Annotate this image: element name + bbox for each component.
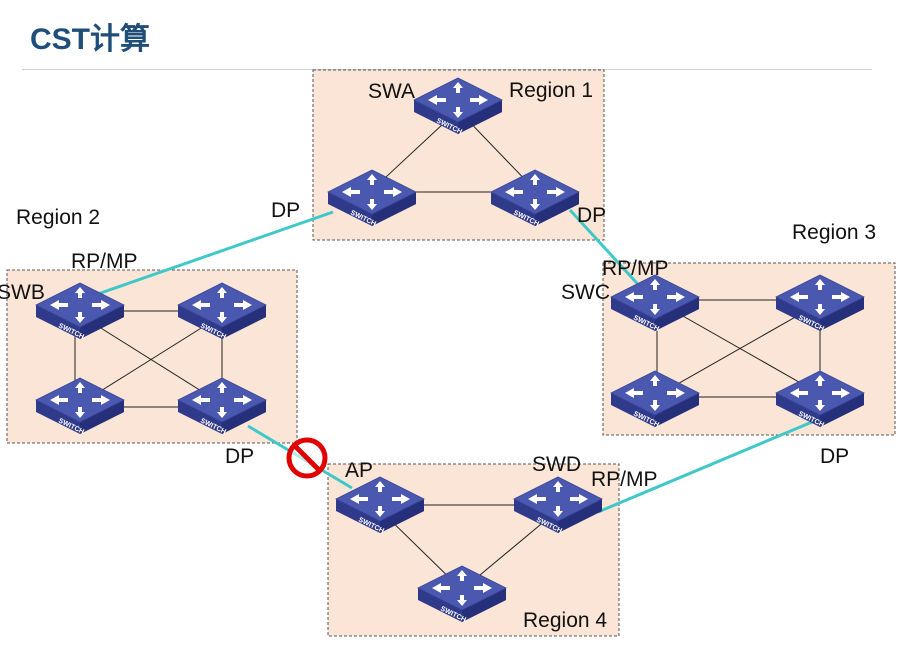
link-r3-r4 bbox=[597, 420, 813, 514]
page-title: CST计算 bbox=[30, 23, 150, 56]
swb-rp-label: RP/MP bbox=[71, 250, 138, 273]
inter-region-links bbox=[94, 208, 813, 514]
swd-rp-label: RP/MP bbox=[591, 468, 658, 491]
swc-rp-label: RP/MP bbox=[602, 257, 669, 280]
region-3-label: Region 3 bbox=[792, 221, 876, 244]
region-4-label: Region 4 bbox=[523, 609, 607, 632]
r1-dp-left-label: DP bbox=[271, 199, 300, 222]
blocked-port-icon bbox=[286, 437, 328, 479]
region-2-label: Region 2 bbox=[16, 206, 100, 229]
link-r1-r2 bbox=[94, 210, 334, 297]
link-r1-r3 bbox=[568, 208, 647, 294]
swd-label: SWD bbox=[532, 453, 581, 476]
swc-label: SWC bbox=[561, 281, 610, 304]
r1-dp-right-label: DP bbox=[577, 204, 606, 227]
title-divider bbox=[22, 69, 872, 70]
r3-dp-label: DP bbox=[820, 445, 849, 468]
swa-label: SWA bbox=[368, 80, 415, 103]
r2-dp-label: DP bbox=[225, 445, 254, 468]
swb-label: SWB bbox=[0, 281, 45, 304]
r4-ap-label: AP bbox=[345, 459, 373, 482]
region-1-label: Region 1 bbox=[509, 79, 593, 102]
